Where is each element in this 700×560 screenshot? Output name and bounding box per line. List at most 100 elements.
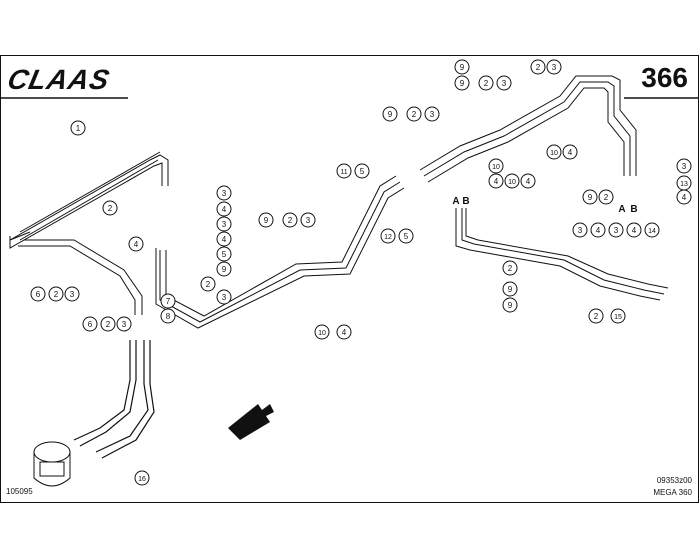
pipe-assembly-middle <box>155 175 405 329</box>
callout-c4b: 4 <box>216 231 232 247</box>
callout-label: 9 <box>460 79 465 88</box>
callout-label: 4 <box>494 177 499 186</box>
callout-label: 9 <box>508 301 513 310</box>
pipe-assembly-left <box>9 151 169 315</box>
callout-c9b: 9 <box>258 212 274 228</box>
drawing-frame <box>0 55 699 503</box>
callout-circle <box>300 212 316 228</box>
callout-label: 15 <box>614 314 622 321</box>
callout-label: 9 <box>508 285 513 294</box>
callout-label: 4 <box>134 240 139 249</box>
callout-circle <box>336 163 352 179</box>
callout-c7: 7 <box>160 293 176 309</box>
callout-c2b: 2 <box>200 276 216 292</box>
callout-circle <box>64 286 80 302</box>
callout-circle <box>216 289 232 305</box>
callout-label: 14 <box>648 228 656 235</box>
callout-c4g: 4 <box>562 144 578 160</box>
callout-label: 3 <box>222 220 227 229</box>
callout-label: 16 <box>138 476 146 483</box>
callout-c3l: 3 <box>608 222 624 238</box>
callout-circle <box>398 228 414 244</box>
callout-c2k: 2 <box>588 308 604 324</box>
callout-c3k: 3 <box>572 222 588 238</box>
callout-label: 3 <box>682 162 687 171</box>
callout-circle <box>216 261 232 277</box>
callout-label: 10 <box>492 164 500 171</box>
callout-c2j: 2 <box>502 260 518 276</box>
callout-c4e: 4 <box>488 173 504 189</box>
callout-circle <box>160 308 176 324</box>
callout-c6a: 6 <box>30 286 46 302</box>
callout-c3c: 3 <box>216 289 232 305</box>
section-marker-b: B <box>630 204 637 215</box>
callout-circle <box>216 201 232 217</box>
callout-circle <box>626 222 642 238</box>
direction-arrow <box>228 404 274 440</box>
callout-circle <box>496 75 512 91</box>
callout-c3e: 3 <box>116 316 132 332</box>
callout-c3a: 3 <box>216 185 232 201</box>
callout-circle <box>354 163 370 179</box>
callout-c2d: 2 <box>100 316 116 332</box>
callout-c5b: 5 <box>354 163 370 179</box>
callout-c3j: 3 <box>676 158 692 174</box>
callout-label: 11 <box>340 169 347 176</box>
callout-circle <box>454 59 470 75</box>
callout-c16: 16 <box>134 470 150 486</box>
callout-c2h: 2 <box>530 59 546 75</box>
callout-circle <box>216 231 232 247</box>
callout-label: 2 <box>108 204 113 213</box>
callout-circle <box>116 316 132 332</box>
callout-label: 3 <box>552 63 557 72</box>
callout-label: 2 <box>206 280 211 289</box>
section-marker-b: B <box>462 196 469 207</box>
callout-circle <box>382 106 398 122</box>
callout-circle <box>598 189 614 205</box>
callout-label: 5 <box>222 250 227 259</box>
callout-c11: 11 <box>336 163 352 179</box>
callout-label: 10 <box>318 330 326 337</box>
callout-label: 7 <box>166 297 171 306</box>
callout-circle <box>588 308 604 324</box>
callout-circle <box>258 212 274 228</box>
callout-c4j: 4 <box>626 222 642 238</box>
callout-circle <box>488 158 504 174</box>
callout-label: 4 <box>222 205 227 214</box>
callout-label: 4 <box>632 226 637 235</box>
model-name: MEGA 360 <box>653 488 692 497</box>
callout-label: 3 <box>578 226 583 235</box>
callout-c9h: 9 <box>502 297 518 313</box>
callout-c15: 15 <box>610 308 626 324</box>
section-marker-a: A <box>452 196 459 207</box>
callout-circle <box>530 59 546 75</box>
hydraulic-motor <box>33 441 71 487</box>
callout-label: 9 <box>588 193 593 202</box>
callout-label: 2 <box>508 264 513 273</box>
callout-circle <box>128 236 144 252</box>
callout-circle <box>546 59 562 75</box>
callout-label: 9 <box>460 63 465 72</box>
callout-c5c: 5 <box>398 228 414 244</box>
callout-c9e: 9 <box>454 75 470 91</box>
callout-circle <box>562 144 578 160</box>
callout-c2g: 2 <box>478 75 494 91</box>
callout-label: 3 <box>306 216 311 225</box>
callout-c6b: 6 <box>82 316 98 332</box>
callout-label: 4 <box>342 328 347 337</box>
callout-c2f: 2 <box>406 106 422 122</box>
callout-c4i: 4 <box>590 222 606 238</box>
callout-label: 6 <box>88 320 93 329</box>
callout-circle <box>520 173 536 189</box>
callout-circle <box>546 144 562 160</box>
callout-label: 3 <box>502 79 507 88</box>
callout-label: 9 <box>388 110 393 119</box>
callout-c10c: 10 <box>504 173 520 189</box>
callout-c8: 8 <box>160 308 176 324</box>
callout-label: 2 <box>288 216 293 225</box>
callout-circle <box>216 246 232 262</box>
callout-c3i: 3 <box>546 59 562 75</box>
callout-label: 2 <box>536 63 541 72</box>
